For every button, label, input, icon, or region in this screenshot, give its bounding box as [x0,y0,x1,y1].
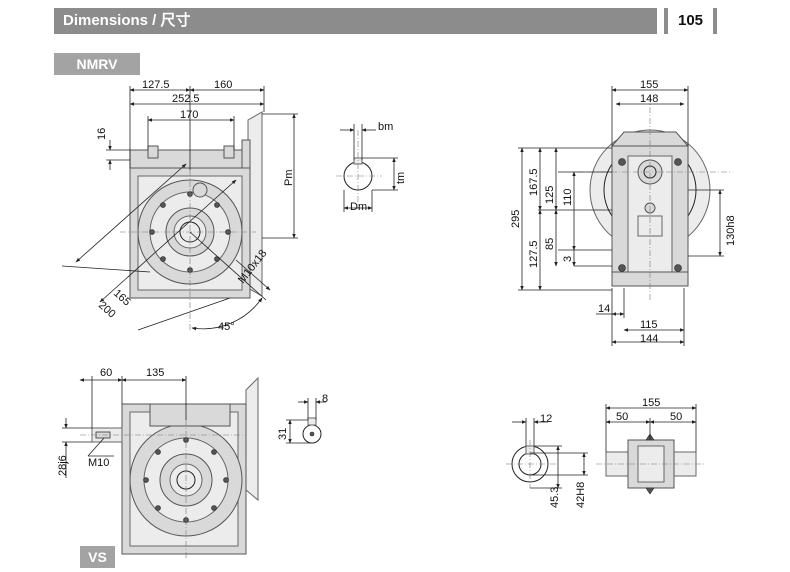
dim-dm: Dm [350,201,367,213]
vs-section-label: VS [80,546,115,568]
dim-14: 14 [598,303,610,315]
dim-31: 31 [277,428,289,440]
dim-tm: tm [395,172,407,184]
dim-252-5: 252.5 [172,93,200,105]
vs-view [62,376,326,560]
dim-127-5: 127.5 [142,79,170,91]
dim-bm: bm [378,121,393,133]
dim-130h8: 130h8 [725,215,737,246]
dim-167-5: 167.5 [528,168,540,196]
output-shaft-detail [596,404,706,495]
page-number: 105 [664,8,717,34]
dim-42h8: 42H8 [575,482,587,508]
dim-45-deg: 45° [218,321,235,333]
dim-295: 295 [510,210,522,228]
dim-144: 144 [640,333,658,345]
dim-200: 200 [96,299,118,320]
dim-60: 60 [100,367,112,379]
dim-85: 85 [544,238,556,250]
page-header: Dimensions / 尺寸 [54,8,657,34]
dim-155-side: 155 [640,79,658,91]
nmrv-section-label: NMRV [54,53,140,75]
dim-127-5-side: 127.5 [528,240,540,268]
dim-28j6: 28j6 [57,455,69,476]
dim-125: 125 [544,186,556,204]
dim-50-left: 50 [616,411,628,423]
header-title: Dimensions / 尺寸 [63,12,191,29]
hollow-shaft-detail [506,418,588,489]
dim-165: 165 [111,287,133,308]
dim-8: 8 [322,393,328,405]
dim-50-right: 50 [670,411,682,423]
dim-m10-vs: M10 [88,457,109,469]
dim-16: 16 [96,128,108,140]
dim-148: 148 [640,93,658,105]
front-view [61,86,298,331]
dim-pm: Pm [283,170,295,187]
dim-155-output: 155 [642,397,660,409]
side-view [518,86,730,346]
dim-110: 110 [562,188,574,206]
dim-135: 135 [146,367,164,379]
dim-115: 115 [640,319,658,331]
dim-170: 170 [180,109,198,121]
dim-45-3: 45.3 [549,487,561,508]
dim-12: 12 [540,413,552,425]
dim-3: 3 [562,256,574,262]
dim-160: 160 [214,79,232,91]
shaft-keyway-detail [336,124,398,212]
